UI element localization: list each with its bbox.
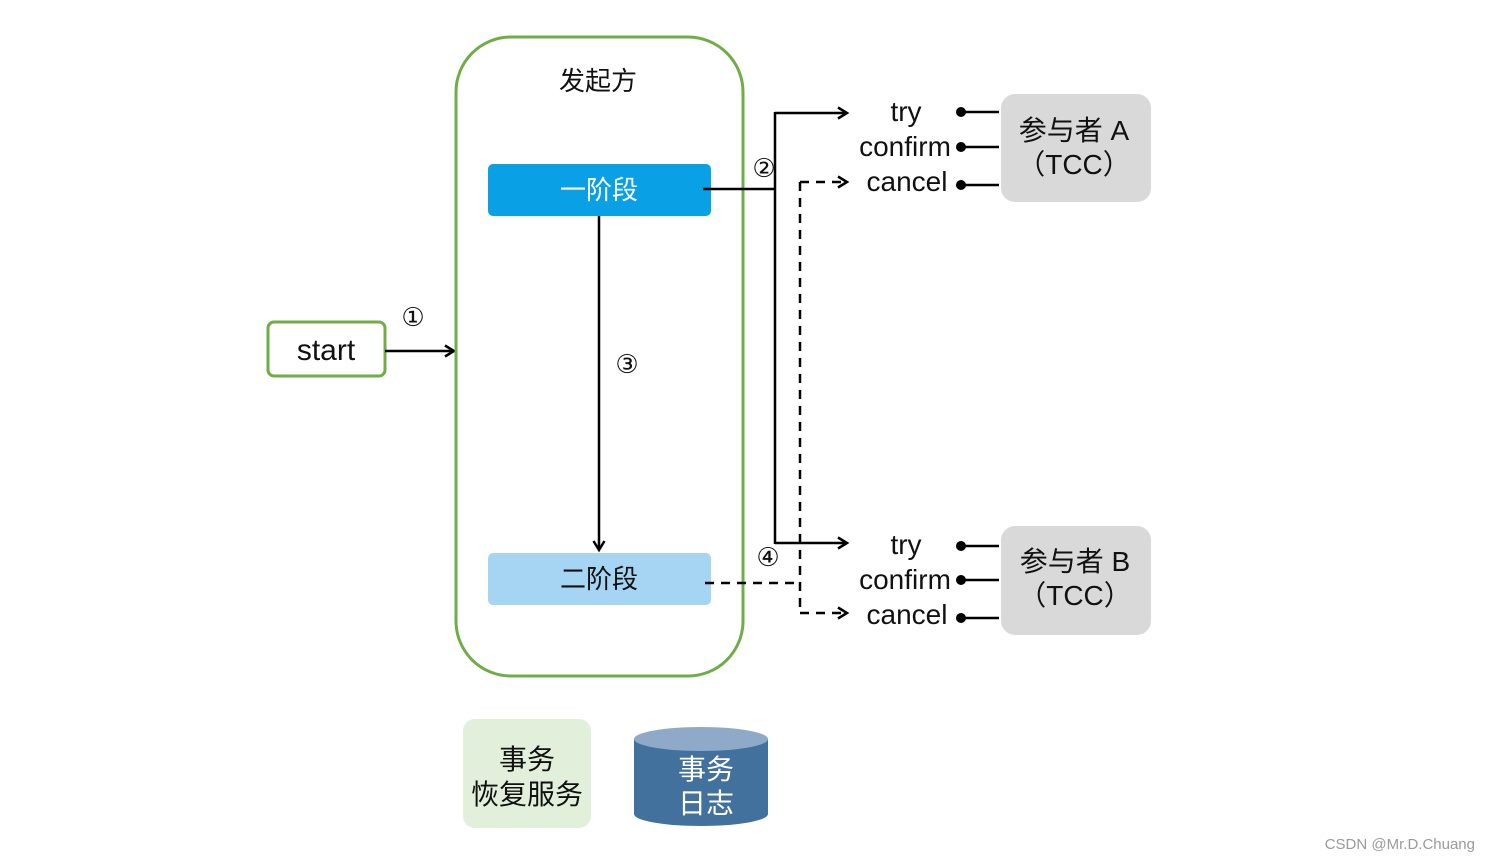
recovery-line2: 恢复服务 [471, 779, 583, 810]
participant-a-type: （TCC） [1017, 149, 1131, 180]
initiator-container: 发起方 一阶段 二阶段 [454, 35, 745, 678]
start-box [266, 320, 387, 378]
participant-a-method-confirm: confirm [859, 131, 951, 162]
start-node: start [266, 320, 387, 378]
phase1-box [488, 164, 711, 216]
participant-b-method-confirm: confirm [859, 564, 951, 595]
participant-a-box [1001, 94, 1151, 202]
participant-a-method-cancel: cancel [867, 166, 948, 197]
step-2-label: ② [752, 153, 775, 183]
participant-b-name: 参与者 B [1020, 546, 1130, 577]
recovery-line1: 事务 [499, 744, 555, 775]
step-3-label: ③ [615, 349, 638, 379]
log-line2: 日志 [678, 788, 734, 819]
participant-a-method-try: try [890, 96, 921, 127]
step-1-label: ① [401, 302, 424, 332]
initiator-box [454, 35, 745, 678]
participant-b-method-cancel: cancel [867, 599, 948, 630]
initiator-title: 发起方 [559, 66, 637, 96]
participant-b-method-try: try [890, 529, 921, 560]
participant-b-box [1001, 526, 1151, 635]
recovery-box [463, 719, 591, 828]
step-4-label: ④ [756, 542, 779, 572]
recovery-service: 事务 恢复服务 [463, 719, 591, 828]
start-label: start [297, 334, 356, 367]
phase2-box [488, 553, 711, 605]
cylinder-top [634, 727, 768, 751]
phase1-label: 一阶段 [560, 175, 638, 205]
transaction-log-database: 事务 日志 [634, 727, 768, 826]
cylinder-body [634, 739, 768, 814]
participant-b-type: （TCC） [1018, 580, 1132, 611]
watermark: CSDN @Mr.D.Chuang [1325, 836, 1475, 853]
participant-a: try confirm cancel 参与者 A （TCC） [859, 94, 1151, 202]
phase2-label: 二阶段 [560, 564, 638, 594]
participant-a-name: 参与者 A [1019, 115, 1130, 146]
log-line1: 事务 [678, 754, 734, 785]
participant-b: try confirm cancel 参与者 B （TCC） [859, 526, 1151, 635]
